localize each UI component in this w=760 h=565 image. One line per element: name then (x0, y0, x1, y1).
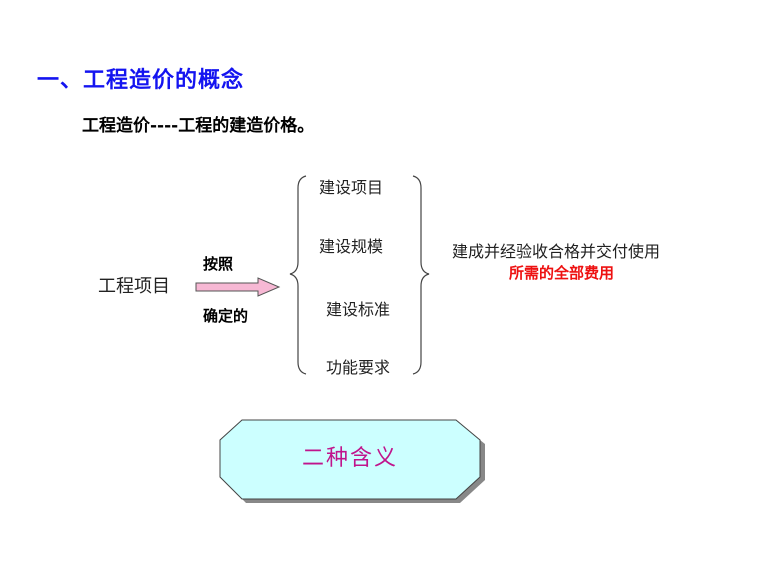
callout-label: 二种含义 (301, 446, 398, 471)
arrow-right-icon (195, 277, 281, 297)
result-text-line2: 所需的全部费用 (509, 264, 615, 282)
brace-item-standard: 建设标准 (326, 300, 391, 319)
brace-item-scale: 建设规模 (319, 237, 384, 256)
result-text-line1: 建成并经验收合格并交付使用 (452, 242, 661, 261)
brace-item-project: 建设项目 (319, 178, 384, 197)
definition-text: 工程造价----工程的建造价格。 (82, 116, 315, 136)
arrow-label-top: 按照 (203, 255, 234, 273)
brace-item-function: 功能要求 (326, 358, 391, 377)
page-title: 一、工程造价的概念 (37, 68, 245, 93)
right-brace (412, 175, 430, 375)
left-brace (289, 175, 307, 375)
subject-label: 工程项目 (98, 276, 170, 297)
octagon-callout-shape (219, 419, 481, 500)
arrow-label-bottom: 确定的 (203, 307, 249, 325)
